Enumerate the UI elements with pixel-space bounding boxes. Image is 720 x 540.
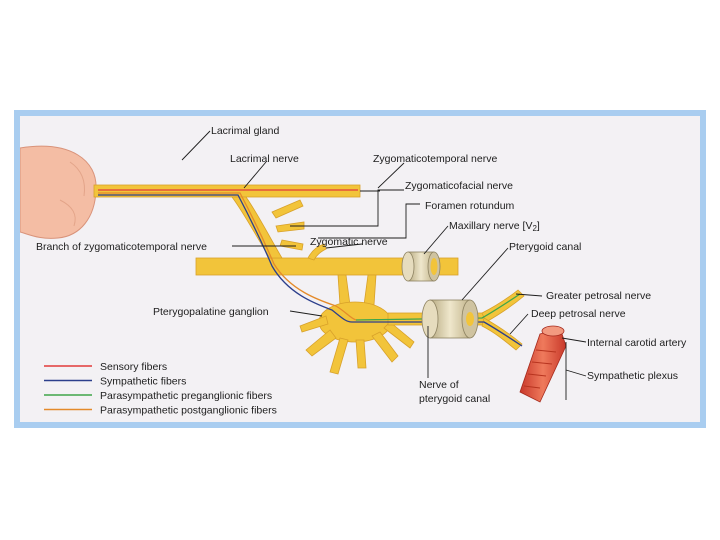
label-sympathetic-plexus: Sympathetic plexus bbox=[587, 370, 678, 382]
legend-label-3: Parasympathetic postganglionic fibers bbox=[100, 405, 277, 417]
label-zygomaticotemporal-nerve: Zygomaticotemporal nerve bbox=[373, 153, 497, 165]
label-zygomatic-nerve: Zygomatic nerve bbox=[310, 236, 388, 248]
lacrimal-gland-shape bbox=[20, 145, 97, 239]
pterygoid-canal-shape bbox=[421, 299, 479, 339]
label-maxillary-nerve: Maxillary nerve [V2] bbox=[449, 220, 540, 233]
sympathetic-fiber-path bbox=[98, 194, 523, 347]
label-branch-of-zygomaticotemporal-nerve: Branch of zygomaticotemporal nerve bbox=[36, 241, 207, 253]
internal-carotid-artery-shape bbox=[519, 325, 567, 403]
label-pterygoid-canal: Pterygoid canal bbox=[509, 241, 581, 253]
label-deep-petrosal-nerve: Deep petrosal nerve bbox=[531, 308, 626, 320]
label-greater-petrosal-nerve: Greater petrosal nerve bbox=[546, 290, 651, 302]
label-nerve-of-pterygoid-canal-2: pterygoid canal bbox=[419, 393, 490, 405]
preganglionic-fiber-path bbox=[355, 293, 521, 321]
leader-lines bbox=[181, 130, 587, 400]
label-internal-carotid-artery: Internal carotid artery bbox=[587, 337, 687, 349]
label-lacrimal-nerve: Lacrimal nerve bbox=[230, 153, 299, 165]
label-foramen-rotundum: Foramen rotundum bbox=[425, 200, 515, 212]
label-lacrimal-gland: Lacrimal gland bbox=[211, 125, 279, 137]
legend-label-1: Sympathetic fibers bbox=[100, 376, 186, 388]
nerve-network bbox=[93, 184, 525, 375]
legend-label-0: Sensory fibers bbox=[100, 361, 167, 373]
label-nerve-of-pterygoid-canal: Nerve of bbox=[419, 379, 459, 391]
postganglionic-fiber-path bbox=[98, 192, 357, 321]
legend-label-2: Parasympathetic preganglionic fibers bbox=[100, 390, 272, 402]
foramen-rotundum-shape bbox=[401, 251, 441, 282]
label-pterygopalatine-ganglion: Pterygopalatine ganglion bbox=[153, 306, 269, 318]
label-zygomaticofacial-nerve: Zygomaticofacial nerve bbox=[405, 180, 513, 192]
